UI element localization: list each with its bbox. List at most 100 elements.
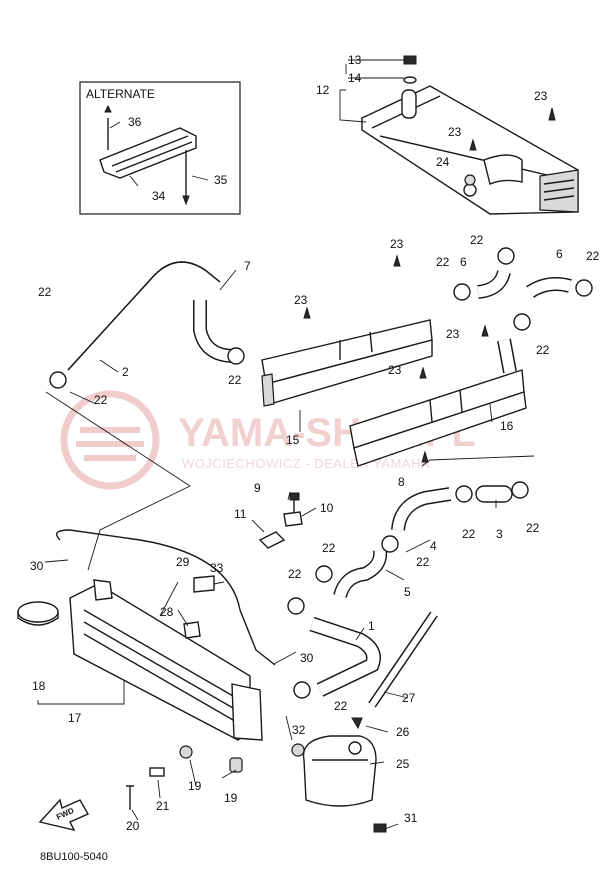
- callout-22l: 22: [334, 699, 348, 713]
- callout-27: 27: [402, 691, 416, 705]
- callout-33: 33: [210, 561, 224, 575]
- callout-21: 21: [156, 799, 170, 813]
- callout-6a: 6: [460, 255, 467, 269]
- hose-6-left: [477, 270, 511, 299]
- hose-6-right: [526, 277, 572, 298]
- grommet-19a-icon: [179, 745, 193, 759]
- pipe-4: [391, 487, 452, 531]
- callout-23d: 23: [294, 293, 308, 307]
- callout-16: 16: [500, 419, 514, 433]
- alternate-bolt-35: [182, 150, 190, 206]
- callout-22i: 22: [416, 555, 430, 569]
- callout-32: 32: [292, 723, 306, 737]
- clamp-22g-icon: [455, 485, 473, 503]
- grommet-32-icon: [291, 743, 305, 757]
- callout-26: 26: [396, 725, 410, 739]
- callout-22a: 22: [94, 393, 108, 407]
- leader-lines: [37, 59, 535, 831]
- alternate-bracket: [99, 127, 197, 179]
- callout-22k: 22: [288, 567, 302, 581]
- radiator-core-15: [261, 319, 433, 407]
- callout-22h: 22: [526, 521, 540, 535]
- callout-23e: 23: [446, 327, 460, 341]
- callout-17: 17: [68, 711, 82, 725]
- clamp-22j-icon: [315, 565, 333, 583]
- callout-22m: 22: [38, 285, 52, 299]
- callout-9: 9: [254, 481, 261, 495]
- callout-23a: 23: [534, 89, 548, 103]
- callout-11: 11: [234, 507, 247, 521]
- callout-labels: 1 2 3 4 5 6 6 7 8 9 10 11 12 13 14 15 16…: [30, 53, 600, 833]
- clamp-22i-icon: [381, 535, 399, 553]
- clamp-22h-icon: [511, 481, 529, 499]
- callout-10: 10: [320, 501, 334, 515]
- watermark-subtitle: WOJCIECHOWICZ - DEALER YAMAHA: [182, 456, 430, 471]
- grommet-24-icon: [464, 174, 476, 186]
- callout-19b: 19: [224, 791, 238, 805]
- radiator-assembly: [69, 579, 263, 741]
- clamp-22d-icon: [497, 247, 515, 265]
- reservoir-tank: [302, 717, 377, 807]
- forward-arrow-icon: FWD: [38, 798, 89, 832]
- hose-5: [333, 549, 388, 599]
- callout-15: 15: [286, 433, 300, 447]
- callout-22g: 22: [462, 527, 476, 541]
- bolt-20-icon: [126, 785, 134, 810]
- callout-20: 20: [126, 819, 140, 833]
- callout-22c: 22: [436, 255, 450, 269]
- clamp-22k-icon: [287, 597, 305, 615]
- callout-6b: 6: [556, 247, 563, 261]
- clamp-33-icon: [193, 575, 215, 593]
- collar-21-icon: [149, 767, 165, 777]
- callout-36: 36: [128, 115, 142, 129]
- fasteners: [49, 55, 593, 833]
- callout-22f: 22: [536, 343, 550, 357]
- radiator-cap: [17, 601, 59, 626]
- hose-2: [67, 261, 221, 371]
- clamp-28-icon: [183, 621, 201, 639]
- callout-34: 34: [152, 189, 166, 203]
- callout-12: 12: [316, 83, 330, 97]
- callout-4: 4: [430, 539, 437, 553]
- bolt-31-icon: [373, 823, 387, 833]
- callout-22e: 22: [586, 249, 600, 263]
- callout-3: 3: [496, 527, 503, 541]
- diagram-code: 8BU100-5040: [40, 851, 108, 863]
- callout-24: 24: [436, 155, 450, 169]
- callout-28: 28: [160, 605, 174, 619]
- alternate-label: ALTERNATE: [86, 87, 155, 101]
- callout-7: 7: [244, 259, 251, 273]
- bracket-10-icon: [283, 511, 303, 527]
- callout-31: 31: [404, 811, 418, 825]
- callout-14: 14: [348, 71, 362, 85]
- sensor-11-icon: [258, 531, 286, 549]
- clamp-22e-icon: [575, 279, 593, 297]
- callout-29: 29: [176, 555, 190, 569]
- alternate-inset: ALTERNATE: [79, 81, 241, 215]
- washer-14-icon: [403, 76, 417, 84]
- breather-hose-29: [56, 529, 276, 666]
- clamp-22c-icon: [453, 283, 471, 301]
- callout-5: 5: [404, 585, 411, 599]
- hose-16-riser: [497, 338, 517, 374]
- callout-22b: 22: [228, 373, 242, 387]
- callout-13: 13: [348, 53, 362, 67]
- callout-1: 1: [368, 619, 375, 633]
- overflow-tube-27: [368, 611, 438, 708]
- hose-3: [475, 485, 513, 503]
- alternate-bolt-36: [104, 104, 112, 150]
- callout-22j: 22: [322, 541, 336, 555]
- watermark-logo: [60, 390, 160, 490]
- callout-25: 25: [396, 757, 410, 771]
- callout-30b: 30: [300, 651, 314, 665]
- grommet-19b-icon: [229, 757, 243, 773]
- callout-30a: 30: [30, 559, 44, 573]
- callout-23f: 23: [388, 363, 402, 377]
- callout-35: 35: [214, 173, 228, 187]
- callout-18: 18: [32, 679, 46, 693]
- bolt-9-icon: [289, 492, 300, 514]
- callout-22d: 22: [470, 233, 484, 247]
- hose-1: [309, 616, 381, 697]
- callout-8: 8: [398, 475, 405, 489]
